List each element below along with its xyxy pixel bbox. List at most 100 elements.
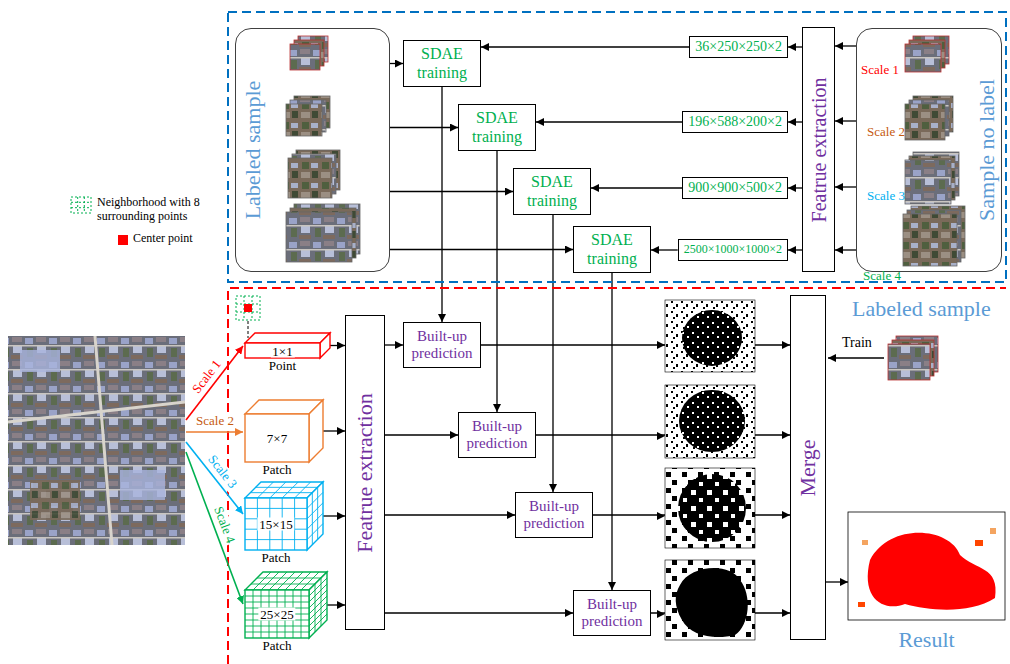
- scale-label: Scale 2: [195, 414, 235, 429]
- cube-front: [245, 498, 307, 550]
- thumbnail: [905, 160, 951, 204]
- connector-arrow: [385, 514, 515, 515]
- cube-grid: [317, 487, 318, 539]
- node-label: 36×250×250×2: [695, 39, 782, 55]
- prediction-map: [657, 300, 755, 640]
- connector-arrow: [651, 249, 678, 250]
- road: [95, 336, 112, 545]
- cube-grid: [257, 482, 273, 498]
- legend-swatch: [118, 235, 128, 245]
- scale-cube: 7×7Patch: [245, 400, 323, 462]
- training-box: SDAE training: [458, 104, 536, 151]
- cube-outline: [245, 572, 327, 638]
- node-label: Sample no label: [974, 79, 999, 221]
- node-label: Featrue extraction: [352, 393, 377, 552]
- cube-grid: [251, 584, 315, 585]
- scale-label: Scale 3: [867, 189, 905, 204]
- built-up-spot: [990, 528, 996, 534]
- node-label: 2500×1000×1000×2: [684, 243, 782, 257]
- node-label: 7×7: [265, 432, 289, 445]
- cube-side: [307, 482, 323, 550]
- patch-caption: Patch: [262, 551, 291, 566]
- cube-grid: [245, 539, 307, 540]
- patch-caption: Point: [269, 359, 296, 374]
- road: [8, 402, 185, 422]
- size-box: 36×250×250×2: [689, 36, 788, 58]
- built-up-area: [676, 568, 748, 637]
- thumbnail: [286, 212, 352, 262]
- cube-grid: [312, 493, 313, 545]
- node-label: Featrue extraction: [807, 77, 830, 222]
- thumbnail: [290, 44, 320, 70]
- cube-grid: [245, 508, 307, 509]
- cube-side: [309, 572, 327, 638]
- cube-top: [245, 333, 330, 343]
- built-up-spot: [862, 540, 868, 545]
- node-label: Built-up prediction: [462, 418, 532, 453]
- connector-arrow: [552, 215, 553, 492]
- node-label: SDAE training: [577, 231, 647, 268]
- cube-front: [245, 590, 309, 638]
- grid-lines: [71, 197, 91, 213]
- node-label: 15×15: [257, 518, 294, 531]
- node-label: SDAE training: [407, 45, 477, 82]
- connector-arrow: [788, 187, 802, 188]
- node-label: SDAE training: [517, 173, 587, 210]
- node-label: 900×900×500×2: [688, 180, 782, 196]
- binary-map: [665, 560, 755, 640]
- node-label: 25×25: [258, 608, 295, 621]
- node-label: Built-up prediction: [577, 596, 647, 631]
- connector-arrow: [591, 187, 682, 188]
- cube-grid: [307, 524, 323, 540]
- grid-lines: [236, 296, 260, 320]
- cube-grid: [295, 482, 311, 498]
- thumbnail: [905, 44, 941, 72]
- leader-line: [248, 321, 249, 338]
- connector-arrow: [788, 249, 802, 250]
- sample-panel: Sample no labelScale 1Scale 2Scale 3Scal…: [856, 28, 1002, 272]
- cube-grid: [315, 584, 316, 632]
- binary-map: [665, 385, 755, 458]
- cube-grid: [253, 572, 271, 590]
- cube-grid: [250, 492, 312, 493]
- legend-swatch: [70, 196, 92, 214]
- connector-arrow: [385, 612, 573, 613]
- patch-caption: Patch: [263, 463, 292, 478]
- built-up-area: [678, 474, 746, 542]
- size-box: 196×588×200×2: [682, 111, 788, 133]
- scale-cube: 15×15Patch: [245, 482, 323, 550]
- sample-label: Labeled sample: [852, 296, 991, 321]
- connector-arrow: [481, 46, 689, 47]
- cube-grid: [301, 572, 319, 590]
- center-point: [244, 304, 252, 312]
- cube-grid: [277, 572, 295, 590]
- cube-front: [245, 343, 320, 358]
- grid-symbol: [70, 196, 92, 214]
- connector-arrow: [835, 249, 856, 250]
- node-label: 1×1: [270, 344, 294, 357]
- cube-grid: [261, 572, 279, 590]
- neighborhood-grid: [236, 296, 260, 320]
- cube-grid: [285, 572, 303, 590]
- connector-arrow: [323, 430, 345, 431]
- node-label: SDAE training: [462, 109, 532, 146]
- cube-grid: [245, 626, 309, 627]
- connector-arrow: [835, 120, 856, 121]
- unsupervised-region: [228, 12, 1006, 282]
- built-up-spot: [975, 540, 983, 546]
- cube-outline: [245, 482, 323, 550]
- thumbnail: [905, 104, 945, 140]
- connector-arrow: [835, 45, 856, 46]
- result-frame: [848, 512, 1005, 620]
- legend-text: Center point: [133, 232, 233, 246]
- training-box: SDAE training: [403, 40, 481, 87]
- thumbnail: [286, 104, 322, 136]
- cube-grid: [245, 632, 309, 633]
- aerial-photo: [8, 336, 185, 545]
- connector-arrow: [788, 46, 802, 47]
- training-box: SDAE training: [513, 168, 591, 215]
- built-up-area: [679, 390, 745, 452]
- sample-panel: Labeled sample: [235, 28, 390, 272]
- cube-grid: [307, 503, 323, 519]
